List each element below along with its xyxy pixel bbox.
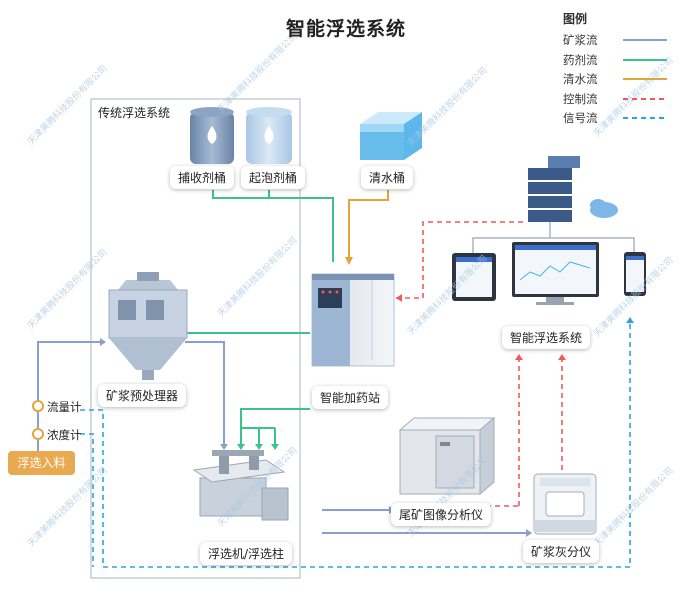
frother-tank-icon [246, 107, 292, 164]
legend-item: 信号流 [563, 110, 667, 126]
water-flow [348, 190, 389, 262]
tailings-analyzer-label: 尾矿图像分析仪 [391, 503, 492, 526]
legend-item: 清水流 [563, 71, 667, 87]
control-flow [396, 221, 527, 299]
monitor-icon [512, 242, 599, 305]
legend-item: 药剂流 [563, 52, 667, 68]
cloud-icon [590, 199, 618, 218]
collector-tank-icon [190, 107, 234, 164]
reagent-flow-to-flotation [240, 408, 310, 445]
signal-flow-flowmeter [80, 323, 631, 568]
tablet-icon [452, 253, 496, 301]
legend-swatch [623, 78, 667, 80]
reagent-flow-collector [212, 190, 334, 262]
control-system-label: 智能浮选系统 [502, 326, 591, 349]
signal-flow-density [80, 433, 94, 567]
water-tank-icon [360, 112, 422, 160]
flow-meter-icon [32, 400, 44, 412]
traditional-system-frame [90, 98, 301, 579]
traditional-system-title: 传统浮选系统 [98, 106, 171, 120]
feed-input-box: 浮选入料 [8, 451, 75, 475]
dosing-station-icon [311, 273, 395, 367]
phone-icon [624, 252, 646, 296]
legend-swatch [623, 117, 667, 119]
flotation-machine-label: 浮选机/浮选柱 [200, 542, 293, 565]
collector-tank-label: 捕收剂桶 [170, 166, 235, 189]
legend-item: 控制流 [563, 91, 667, 107]
legend-title: 图例 [563, 12, 588, 26]
device-connector [472, 222, 635, 253]
ash-analyzer-icon [533, 473, 597, 535]
frother-tank-label: 起泡剂桶 [241, 166, 306, 189]
water-flow-arrow [345, 257, 353, 265]
diagram-title: 智能浮选系统 [285, 18, 406, 40]
dosing-station-label: 智能加药站 [312, 386, 389, 409]
slurry-flow-to-flotation [185, 341, 225, 445]
slurry-flow-feed [37, 341, 100, 400]
legend-swatch [623, 97, 667, 100]
server-rack-icon [528, 156, 580, 222]
tailings-analyzer-icon [398, 416, 496, 496]
flow-meter-label: 流量计 [47, 400, 82, 414]
water-tank-label: 清水桶 [361, 166, 414, 189]
legend-swatch [623, 39, 667, 41]
flotation-machine-icon [192, 450, 289, 521]
legend-item-label: 控制流 [563, 91, 598, 106]
ash-analyzer-label: 矿浆灰分仪 [523, 540, 600, 563]
legend-item-label: 矿浆流 [563, 33, 598, 47]
legend-item: 矿浆流 [563, 32, 667, 48]
density-meter-label: 浓度计 [47, 428, 82, 442]
legend-item-label: 药剂流 [563, 52, 598, 67]
legend-item-label: 清水流 [563, 72, 598, 86]
density-meter-icon [32, 428, 44, 440]
pretreatment-label: 矿浆预处理器 [98, 384, 187, 407]
legend-swatch [623, 58, 667, 61]
pretreatment-vessel-icon [108, 272, 188, 380]
legend-item-label: 信号流 [563, 111, 598, 125]
